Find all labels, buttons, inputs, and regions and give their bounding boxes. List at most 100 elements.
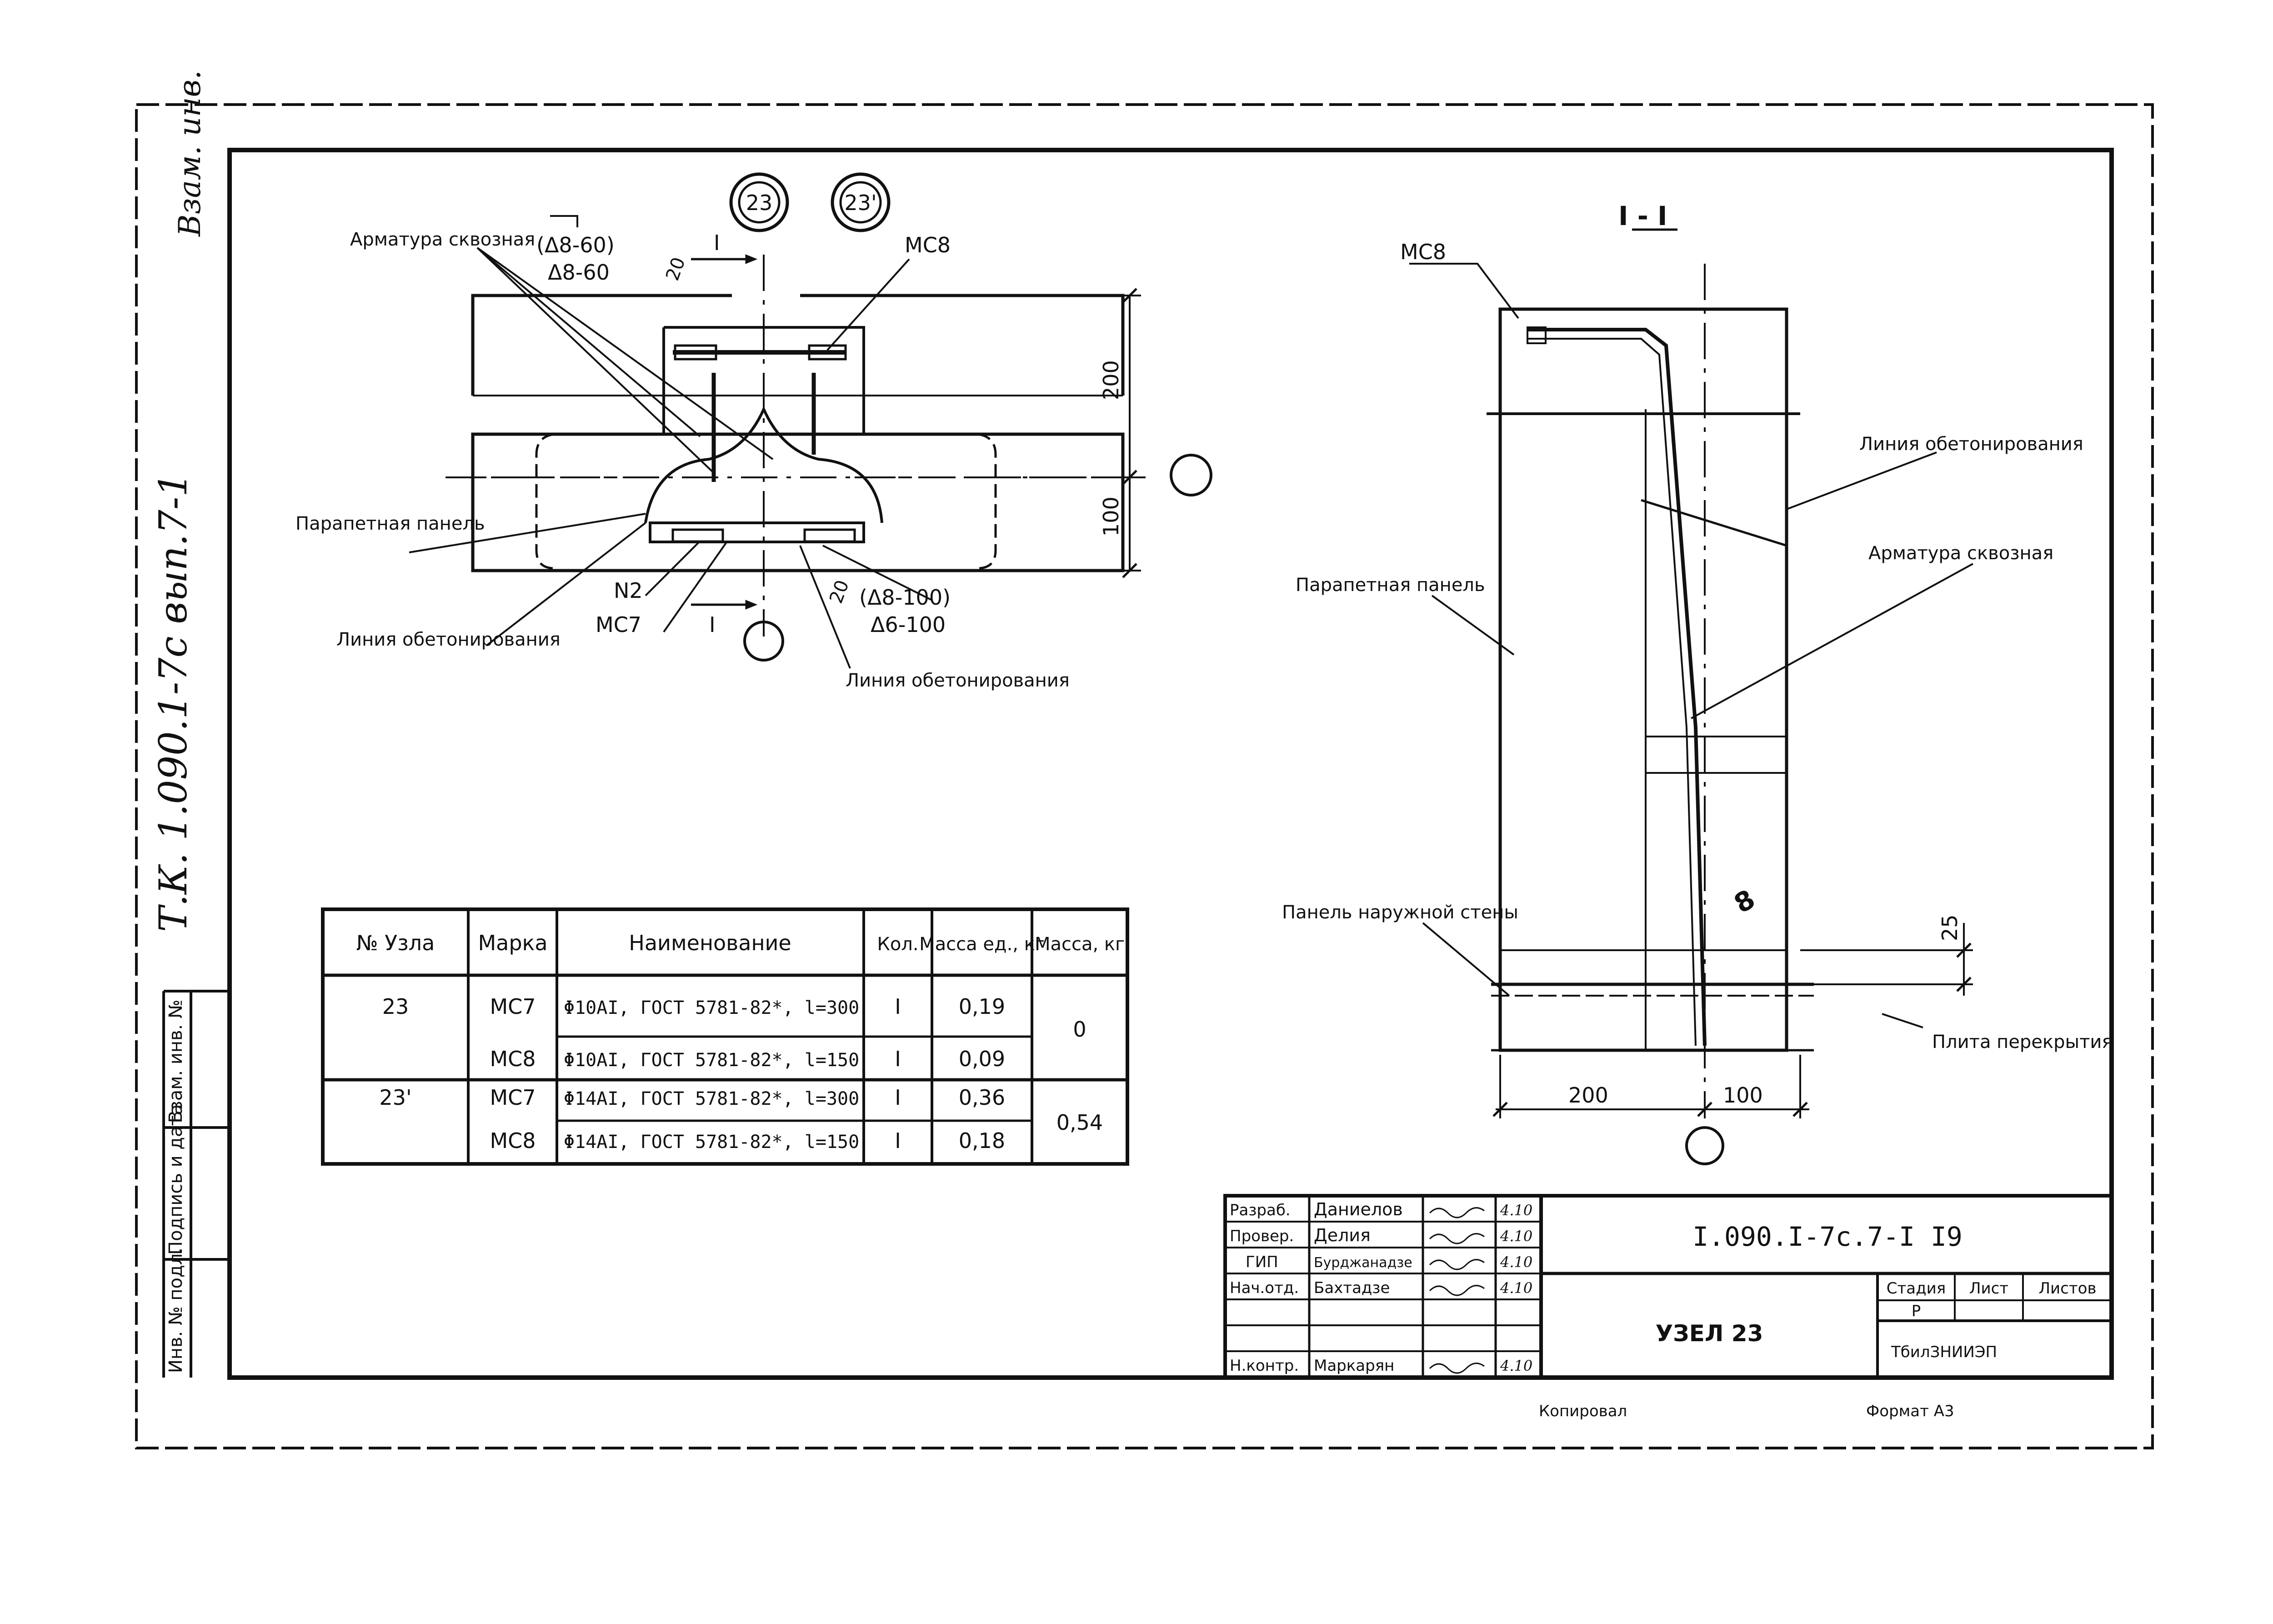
th-node: № Узла [356,931,435,955]
cell-unit-mass: 0,36 [959,1085,1005,1110]
sign-date: 4.10 [1500,1202,1532,1219]
title-block: Разраб. Провер. ГИП Нач.отд. Н.контр. Да… [1223,1194,2113,1379]
sheets-label: Листов [2038,1279,2096,1298]
organization-name: ТбилЗНИИЭП [1891,1343,1997,1361]
plan-reinforcement-label: Арматура сквозная [350,229,535,250]
plan-parapet-panel-label: Парапетная панель [295,513,485,534]
section-outer-wall-label: Панель наружной стены [1282,902,1518,923]
sheet-title: УЗЕЛ 23 [1656,1320,1763,1347]
plan-spacing-top: Δ8-60 [548,260,610,285]
sheet-label: Лист [1969,1279,2008,1298]
table-row: 23' МС7 Φ14АI, ГОСТ 5781-82*, l=300 I 0,… [379,1085,1103,1135]
sheet-frame [135,103,2154,1449]
th-mass: Масса, кг [1035,934,1125,955]
role-label: Н.контр. [1230,1357,1299,1375]
section-dim-200: 200 [1568,1083,1608,1108]
role-label: Нач.отд. [1230,1279,1299,1297]
section-mark-mc8: МС8 [1400,240,1446,264]
sign-date: 4.10 [1500,1279,1532,1297]
cell-unit-mass: 0,18 [959,1128,1005,1153]
plan-dim-100: 100 [1099,496,1123,536]
node-marker-23-prime: 23' [831,172,891,232]
th-name: Наименование [629,931,791,955]
plan-spacing-bottom: Δ6-100 [871,612,946,637]
node-marker-23: 23 [729,172,789,232]
signature-date-label: Подпись и дата [165,1104,186,1255]
plan-dim-200: 200 [1099,360,1123,400]
person-name: Даниелов [1314,1199,1403,1219]
spec-table: № Узла Марка Наименование Кол. Масса ед.… [321,907,1129,1166]
plan-small-dim-a: 20 [662,255,690,284]
th-unit-mass: Масса ед., кг [919,934,1045,955]
cell-node: 23 [382,994,409,1019]
table-row: МС8 Φ14АI, ГОСТ 5781-82*, l=150 I 0,18 [490,1128,1005,1153]
section-title: I - I [1618,200,1667,231]
cell-qty: I [895,1128,901,1153]
sign-date: 4.10 [1500,1228,1532,1245]
cell-mass: 0 [1073,1017,1086,1042]
cell-qty: I [895,994,901,1019]
person-name: Маркарян [1314,1357,1394,1375]
th-mark: Марка [478,931,547,955]
title-block-dates: 4.10 4.10 4.10 4.10 4.10 [1500,1202,1532,1374]
plan-concrete-line-bottom: Линия обетонирования [846,670,1070,691]
plan-section-mark-bottom: I [709,612,716,637]
section-view-labels: I - I МС8 Линия обетонирования Арматура … [1282,200,2113,1108]
cell-qty: I [895,1085,901,1110]
cell-unit-mass: 0,09 [959,1047,1005,1071]
title-block-roles: Разраб. Провер. ГИП Нач.отд. Н.контр. [1230,1201,1299,1375]
inv-number-label: Инв. № подл. [165,1248,186,1373]
margin-strip-labels: Инв. № подл. Подпись и дата Взам. инв. № [165,999,186,1373]
svg-text:23: 23 [746,190,773,215]
left-margin-strip [162,990,230,1378]
plan-spacing-top-alt: (Δ8-60) [536,233,615,257]
cell-mark: МС7 [490,1085,536,1110]
plan-mark-n2: N2 [614,578,643,603]
role-label: Разраб. [1230,1201,1291,1219]
spec-table-header: № Узла Марка Наименование Кол. Масса ед.… [356,931,1125,955]
table-row: МС8 Φ10АI, ГОСТ 5781-82*, l=150 I 0,09 [490,1047,1005,1071]
stage-value: Р [1912,1302,1921,1320]
sign-date: 4.10 [1500,1357,1532,1374]
table-row: 23 МС7 Φ10АI, ГОСТ 5781-82*, l=300 I 0,1… [382,994,1086,1042]
section-parapet-label: Парапетная панель [1296,575,1485,596]
section-weld-mark: 8 [1729,883,1760,919]
th-qty: Кол. [877,934,918,955]
cell-node: 23' [379,1085,411,1110]
section-reinforcement-label: Арматура сквозная [1868,543,2053,564]
cell-name: Φ14АI, ГОСТ 5781-82*, l=300 [564,1088,859,1109]
role-label: ГИП [1246,1253,1278,1271]
title-block-names: Даниелов Делия Бурджанадзе Бахтадзе Марк… [1314,1199,1412,1375]
cell-name: Φ10АI, ГОСТ 5781-82*, l=150 [564,1050,859,1071]
plan-section-mark-top: I [714,231,720,255]
sign-date: 4.10 [1500,1253,1532,1271]
plan-mark-mc8: МС8 [905,233,951,257]
section-concrete-line-label: Линия обетонирования [1859,434,2083,455]
margin-handwritten-note: Т.К. 1.090.1-7с вып.7-1 [151,472,195,932]
cell-mass: 0,54 [1056,1110,1103,1135]
plan-mark-mc7: МС7 [596,612,641,637]
cell-mark: МС8 [490,1047,536,1071]
cell-qty: I [895,1047,901,1071]
footer-format: Формат А3 [1866,1402,1954,1420]
plan-view [409,215,1212,669]
footer-copied: Копировал [1539,1402,1627,1420]
stage-label: Стадия [1887,1279,1946,1298]
plan-spacing-bottom-alt: (Δ8-100) [859,585,951,610]
section-view [1409,228,1973,1165]
plan-concrete-line-left: Линия обетонирования [336,629,561,650]
replaced-inv-label: Взам. инв. № [165,999,186,1123]
margin-signature: Взам. инв. [172,70,207,237]
section-dim-25: 25 [1938,914,1962,941]
person-name: Бурджанадзе [1314,1255,1412,1271]
cell-mark: МС7 [490,994,536,1019]
cell-name: Φ14АI, ГОСТ 5781-82*, l=150 [564,1132,859,1153]
document-code: I.090.I-7с.7-I I9 [1692,1221,1963,1252]
title-block-signatures [1429,1207,1485,1374]
cell-name: Φ10АI, ГОСТ 5781-82*, l=300 [564,997,859,1018]
section-floor-slab-label: Плита перекрытия [1932,1032,2113,1053]
role-label: Провер. [1230,1227,1294,1245]
svg-text:23': 23' [844,190,876,215]
person-name: Делия [1314,1225,1371,1245]
